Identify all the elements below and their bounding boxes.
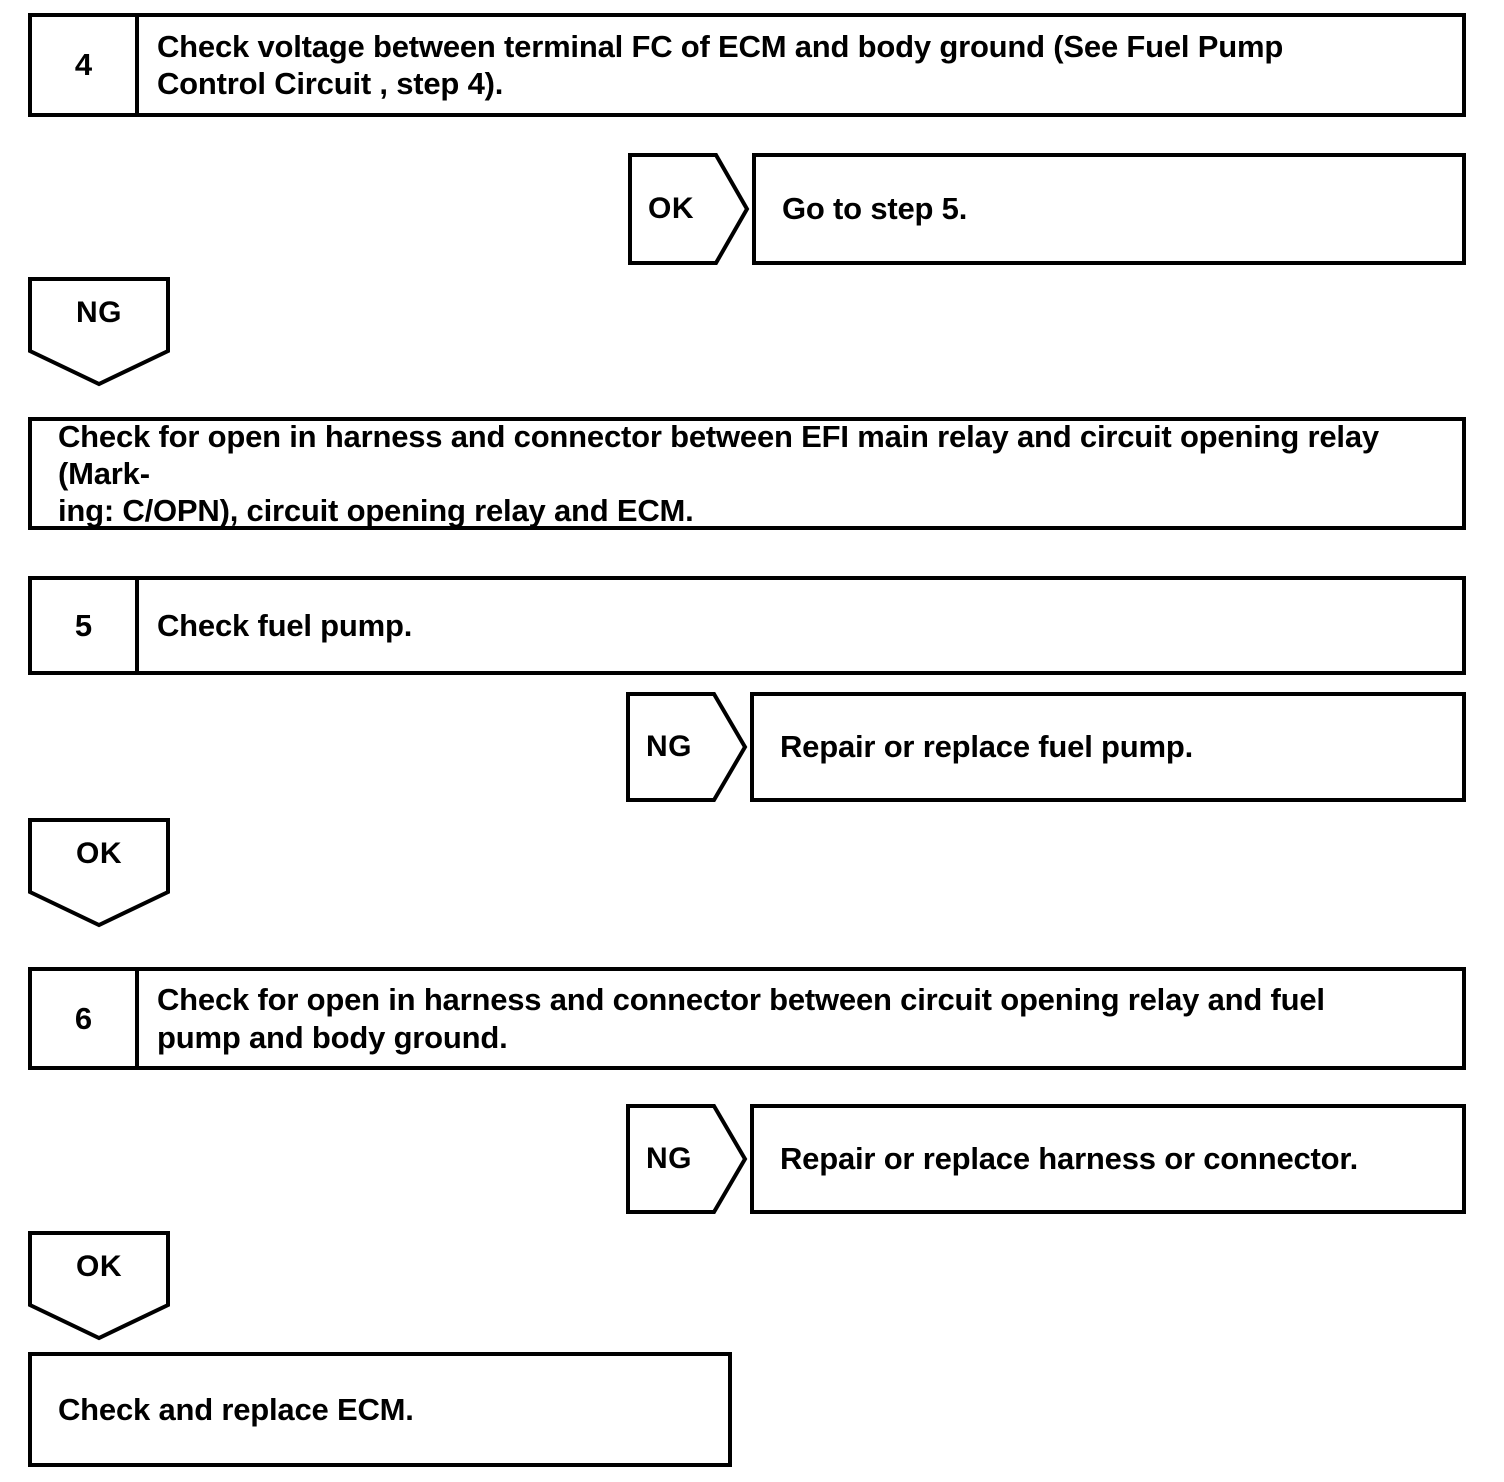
- result-text-repair-fuel-pump: Repair or replace fuel pump.: [780, 729, 1194, 765]
- flow-tag-ok-step6: OK: [28, 1231, 170, 1341]
- action-text-check-ecm: Check and replace ECM.: [58, 1391, 414, 1427]
- action-box-check-ecm: Check and replace ECM.: [28, 1352, 732, 1467]
- flow-tag-ng-step4: NG: [28, 277, 170, 387]
- step-number-6: 6: [32, 971, 139, 1066]
- action-box-open-harness: Check for open in harness and connector …: [28, 417, 1466, 530]
- branch-tag-ng-step6-label: NG: [646, 1142, 692, 1175]
- result-text-go-to-step-5: Go to step 5.: [782, 191, 968, 227]
- branch-tag-ok-step4: OK: [628, 153, 750, 265]
- step-box-5: 5 Check fuel pump.: [28, 576, 1466, 675]
- step-text-5: Check fuel pump.: [157, 607, 413, 643]
- result-box-go-to-step-5: Go to step 5.: [752, 153, 1466, 265]
- flow-tag-ok-step6-label: OK: [76, 1250, 122, 1283]
- action-text-open-harness: Check for open in harness and connector …: [58, 418, 1379, 529]
- branch-tag-ng-step5: NG: [626, 692, 748, 802]
- step-text-6: Check for open in harness and connector …: [157, 982, 1325, 1055]
- branch-tag-ok-step4-label: OK: [648, 192, 694, 225]
- flow-tag-ok-step5: OK: [28, 818, 170, 928]
- step-text-4: Check voltage between terminal FC of ECM…: [157, 28, 1284, 101]
- step-box-6: 6 Check for open in harness and connecto…: [28, 967, 1466, 1070]
- branch-tag-ng-step6: NG: [626, 1104, 748, 1214]
- flow-tag-ng-step4-label: NG: [76, 296, 122, 329]
- step-number-5: 5: [32, 580, 139, 671]
- flow-tag-ok-step5-label: OK: [76, 837, 122, 870]
- branch-tag-ng-step5-label: NG: [646, 730, 692, 763]
- step-box-4: 4 Check voltage between terminal FC of E…: [28, 13, 1466, 117]
- result-box-repair-fuel-pump: Repair or replace fuel pump.: [750, 692, 1466, 802]
- result-box-repair-harness: Repair or replace harness or connector.: [750, 1104, 1466, 1214]
- step-number-4: 4: [32, 17, 139, 113]
- result-text-repair-harness: Repair or replace harness or connector.: [780, 1141, 1358, 1177]
